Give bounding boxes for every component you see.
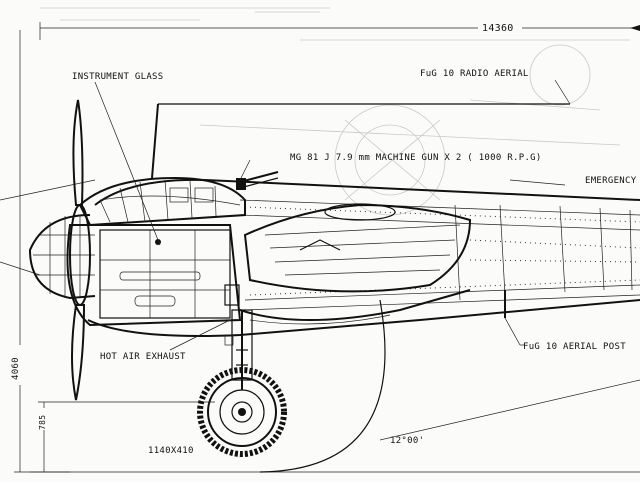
machine-gun-label: MG 81 J 7.9 mm MACHINE GUN X 2 ( 1000 R.… <box>290 153 542 163</box>
fuselage <box>87 178 640 337</box>
machine-gun-barrels <box>236 171 279 190</box>
radio-aerial-label: FuG 10 RADIO AERIAL <box>420 69 529 79</box>
leader-lines <box>94 81 566 351</box>
underside-fairing <box>239 289 471 325</box>
wing-root <box>243 203 472 293</box>
main-wheel <box>197 367 287 457</box>
tail-angle-label: 12°00' <box>390 436 424 446</box>
aerial-post <box>504 290 521 346</box>
aerial-post-label: FuG 10 AERIAL POST <box>523 342 626 352</box>
ghost-background-lines <box>40 7 630 216</box>
overall-length-dimension: 14360 <box>39 20 640 40</box>
tyre-size-label: 1140X410 <box>148 446 194 456</box>
axle-height-dimension: 785 <box>35 401 215 472</box>
tail-angle-arc <box>259 299 640 473</box>
landing-gear-strut <box>224 309 253 390</box>
hot-air-exhaust-label: HOT AIR EXHAUST <box>100 352 186 362</box>
wing-reference-line <box>0 179 96 201</box>
emergency-label: EMERGENCY <box>585 176 637 186</box>
cockpit-canopy <box>78 176 246 227</box>
overall-length-text: 14360 <box>482 23 514 34</box>
aerial-mast <box>151 103 159 179</box>
rivet-lines <box>244 206 640 296</box>
axle-height-text: 785 <box>38 415 47 430</box>
height-dimension: 4060 <box>10 30 70 473</box>
height-text: 4060 <box>11 357 21 380</box>
radio-aerial-wire <box>158 79 571 105</box>
propeller <box>69 99 91 401</box>
instrument-glass-label: INSTRUMENT GLASS <box>72 72 164 82</box>
nose-glazing <box>28 214 96 300</box>
